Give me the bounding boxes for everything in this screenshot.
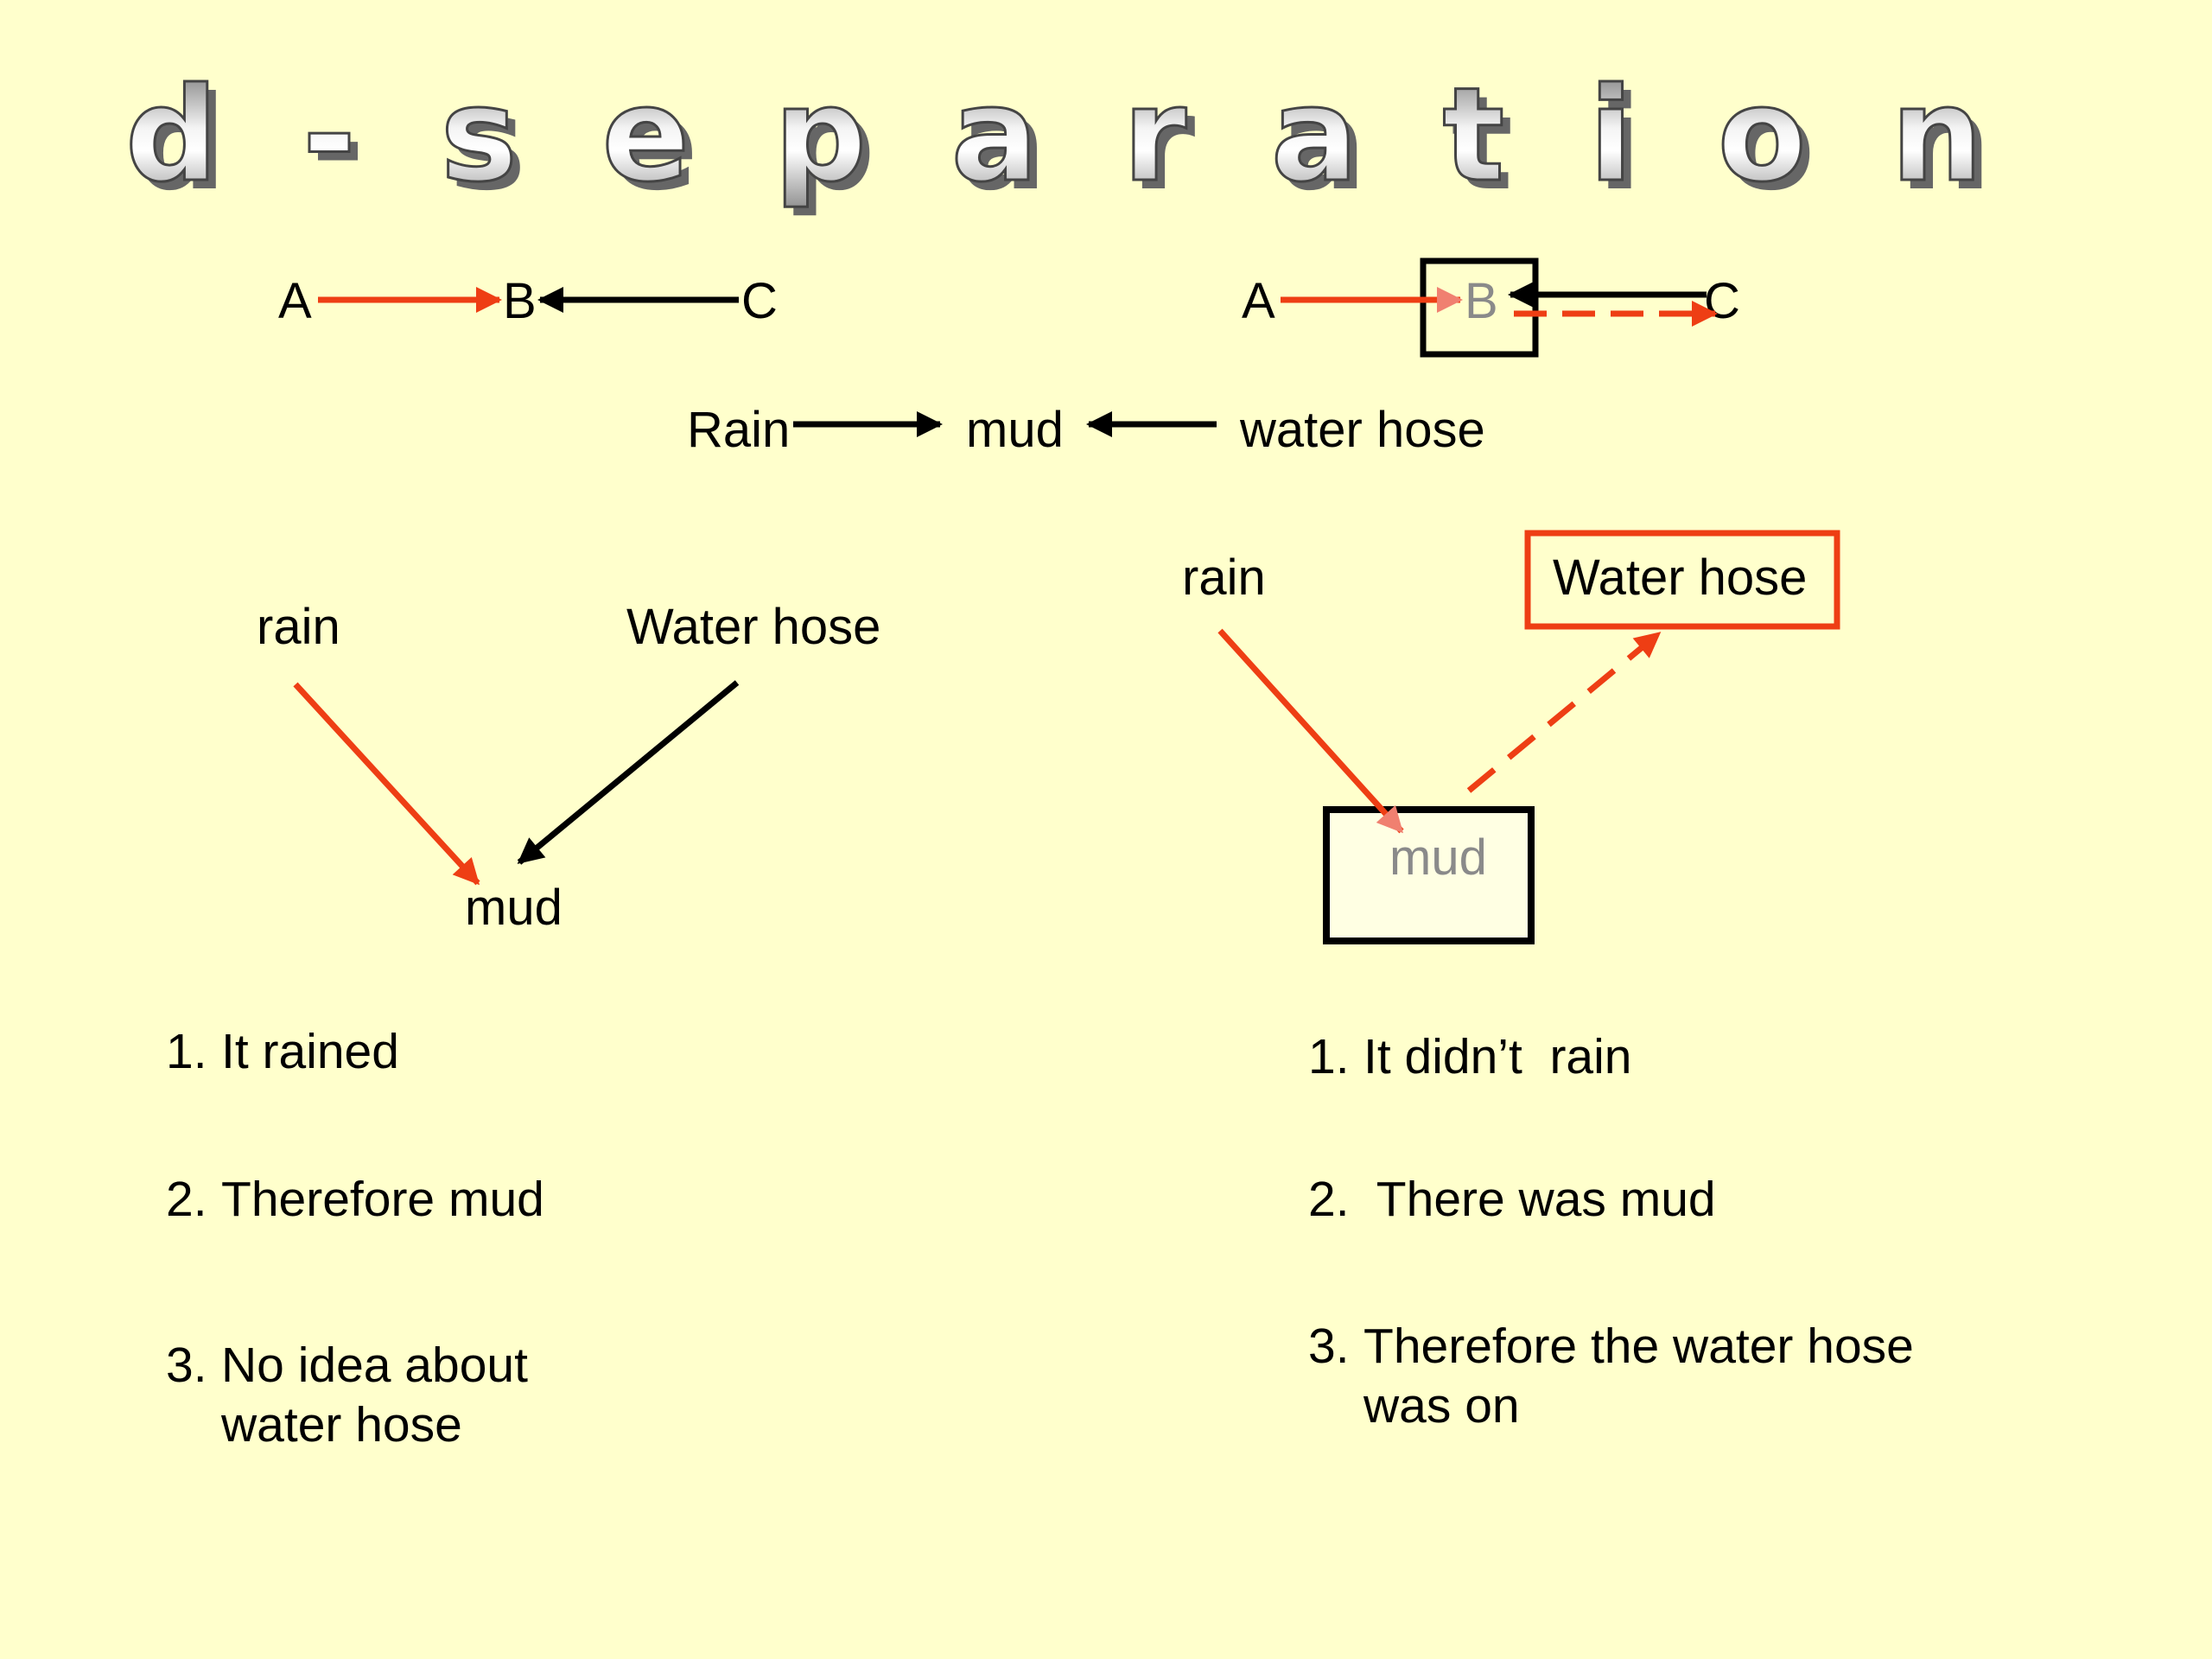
- item-text: No idea about: [221, 1338, 528, 1393]
- list-item: 1. It rained: [166, 1022, 399, 1082]
- item-text: It rained: [221, 1024, 399, 1079]
- top-right-chain: A B C: [1242, 257, 1740, 358]
- arrow-rain-to-mud: [1217, 628, 1404, 834]
- item-number: 2.: [1308, 1172, 1350, 1227]
- rain-label: Rain: [687, 402, 790, 458]
- item-text-continued: was on: [1363, 1378, 1520, 1433]
- observed-node-box: [1420, 257, 1539, 358]
- list-item: 2. There was mud: [1308, 1170, 1716, 1230]
- left-reasoning-list: 1. It rained 2. Therefore mud 3. No idea ab…: [166, 0, 944, 1659]
- list-item: 2. Therefore mud: [166, 1170, 544, 1230]
- right-reasoning-list: 1.It didn’t rain 2. There was mud 3.Ther…: [1308, 0, 2172, 1659]
- rain-label: rain: [1182, 550, 1266, 606]
- arrow-rain-to-mud: [293, 682, 480, 886]
- mud-label: mud: [465, 880, 563, 936]
- item-text-continued: water hose: [221, 1397, 462, 1452]
- list-item: 3. No idea about water hose: [166, 1336, 528, 1455]
- node-a-label: A: [278, 273, 312, 329]
- node-a-label: A: [1242, 273, 1275, 329]
- middle-chain: Rain mud water hose: [687, 402, 1485, 458]
- water-hose-label: water hose: [1239, 402, 1485, 458]
- top-left-chain: A B C: [278, 273, 778, 329]
- item-number: 1.: [166, 1024, 207, 1079]
- item-text: There was mud: [1363, 1172, 1716, 1227]
- mud-label: mud: [966, 402, 1064, 458]
- item-number: 1.: [1308, 1029, 1350, 1084]
- node-b-label: B: [1465, 273, 1498, 329]
- left-diagram: rain Water hose mud: [257, 599, 880, 936]
- item-number: 2.: [166, 1172, 207, 1227]
- item-text: Therefore mud: [221, 1172, 544, 1227]
- item-number: 3.: [166, 1338, 207, 1393]
- observed-mud-box: [1323, 806, 1535, 944]
- item-text: Therefore the water hose: [1363, 1319, 1914, 1374]
- rain-label: rain: [257, 599, 340, 655]
- item-text: It didn’t rain: [1363, 1029, 1632, 1084]
- dashed-arrow-mud-to-hose: [1466, 631, 1662, 793]
- water-hose-label: Water hose: [626, 599, 880, 655]
- water-hose-box: [1524, 530, 1840, 630]
- water-hose-label: Water hose: [1553, 550, 1807, 606]
- arrow-hose-to-mud: [517, 680, 740, 865]
- node-b-label: B: [503, 273, 537, 329]
- mud-label: mud: [1389, 830, 1487, 886]
- right-diagram: rain Water hose mud: [1182, 530, 1840, 944]
- node-c-label: C: [741, 273, 778, 329]
- list-item: 3.Therefore the water hose was on: [1308, 1317, 1914, 1436]
- item-number: 3.: [1308, 1319, 1350, 1374]
- list-item: 1.It didn’t rain: [1308, 1027, 1632, 1087]
